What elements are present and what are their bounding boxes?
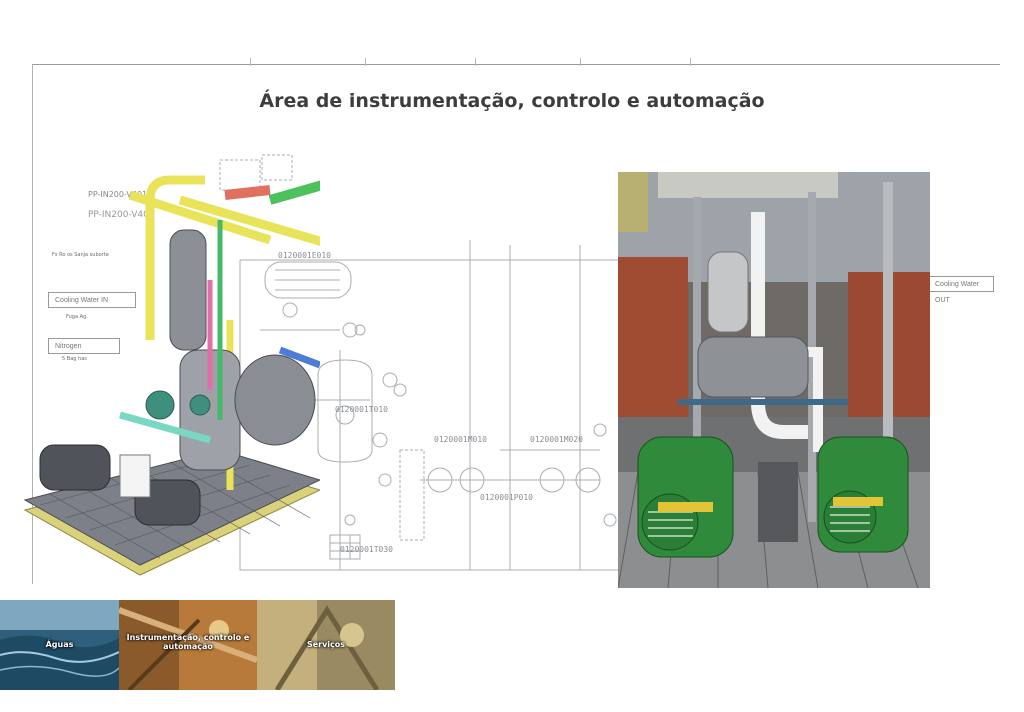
- frame-tick: [250, 58, 251, 66]
- tile-label: Serviços: [306, 640, 346, 649]
- pid-note: Fs Ro os Sanja suborte: [52, 252, 109, 258]
- tag-e010: 0120001E010: [278, 251, 331, 260]
- tile-servicos[interactable]: Serviços: [257, 600, 395, 690]
- tag-t030: 0120001T030: [340, 545, 393, 554]
- frame-top-border: [32, 64, 1000, 65]
- tag-m020: 0120001M020: [530, 435, 583, 444]
- frame-tick: [580, 58, 581, 66]
- category-tiles: Águas Instrumentação, controlo e automaç…: [0, 600, 395, 690]
- pid-schematic: 0120001E010 0120001T010 0120001T030 0120…: [219, 154, 620, 571]
- tag-m010: 0120001M010: [434, 435, 487, 444]
- pid-tag-left-2: PP-IN200-V402: [88, 210, 155, 220]
- page-title: Área de instrumentação, controlo e autom…: [259, 90, 765, 112]
- frame-tick: [365, 58, 366, 66]
- tile-label: Instrumentação, controlo e automação: [126, 633, 250, 651]
- tag-p010: 0120001P010: [480, 493, 533, 502]
- pid-note: 5 Bag has: [62, 356, 87, 362]
- water-image: [0, 600, 119, 690]
- skid-3d-render: [23, 175, 320, 576]
- installation-photo: [618, 172, 930, 588]
- frame-left-border: [32, 64, 33, 584]
- cooling-water-out-label: Cooling Water OUT: [928, 276, 994, 304]
- tag-t010: 0120001T010: [335, 405, 388, 414]
- frame-tick: [690, 58, 691, 66]
- services-image: [257, 600, 395, 690]
- pid-note: Fuga Ag.: [66, 314, 88, 320]
- frame-tick: [475, 58, 476, 66]
- tile-aguas[interactable]: Águas: [0, 600, 119, 690]
- pid-tag-left-1: PP-IN200-V401: [88, 190, 148, 199]
- tile-instrumentacao[interactable]: Instrumentação, controlo e automação: [119, 600, 257, 690]
- cooling-water-in-label: Cooling Water IN: [48, 292, 136, 308]
- nitrogen-label: Nitrogen: [48, 338, 120, 354]
- tile-label: Águas: [45, 640, 74, 649]
- instrumentation-image: [119, 600, 257, 690]
